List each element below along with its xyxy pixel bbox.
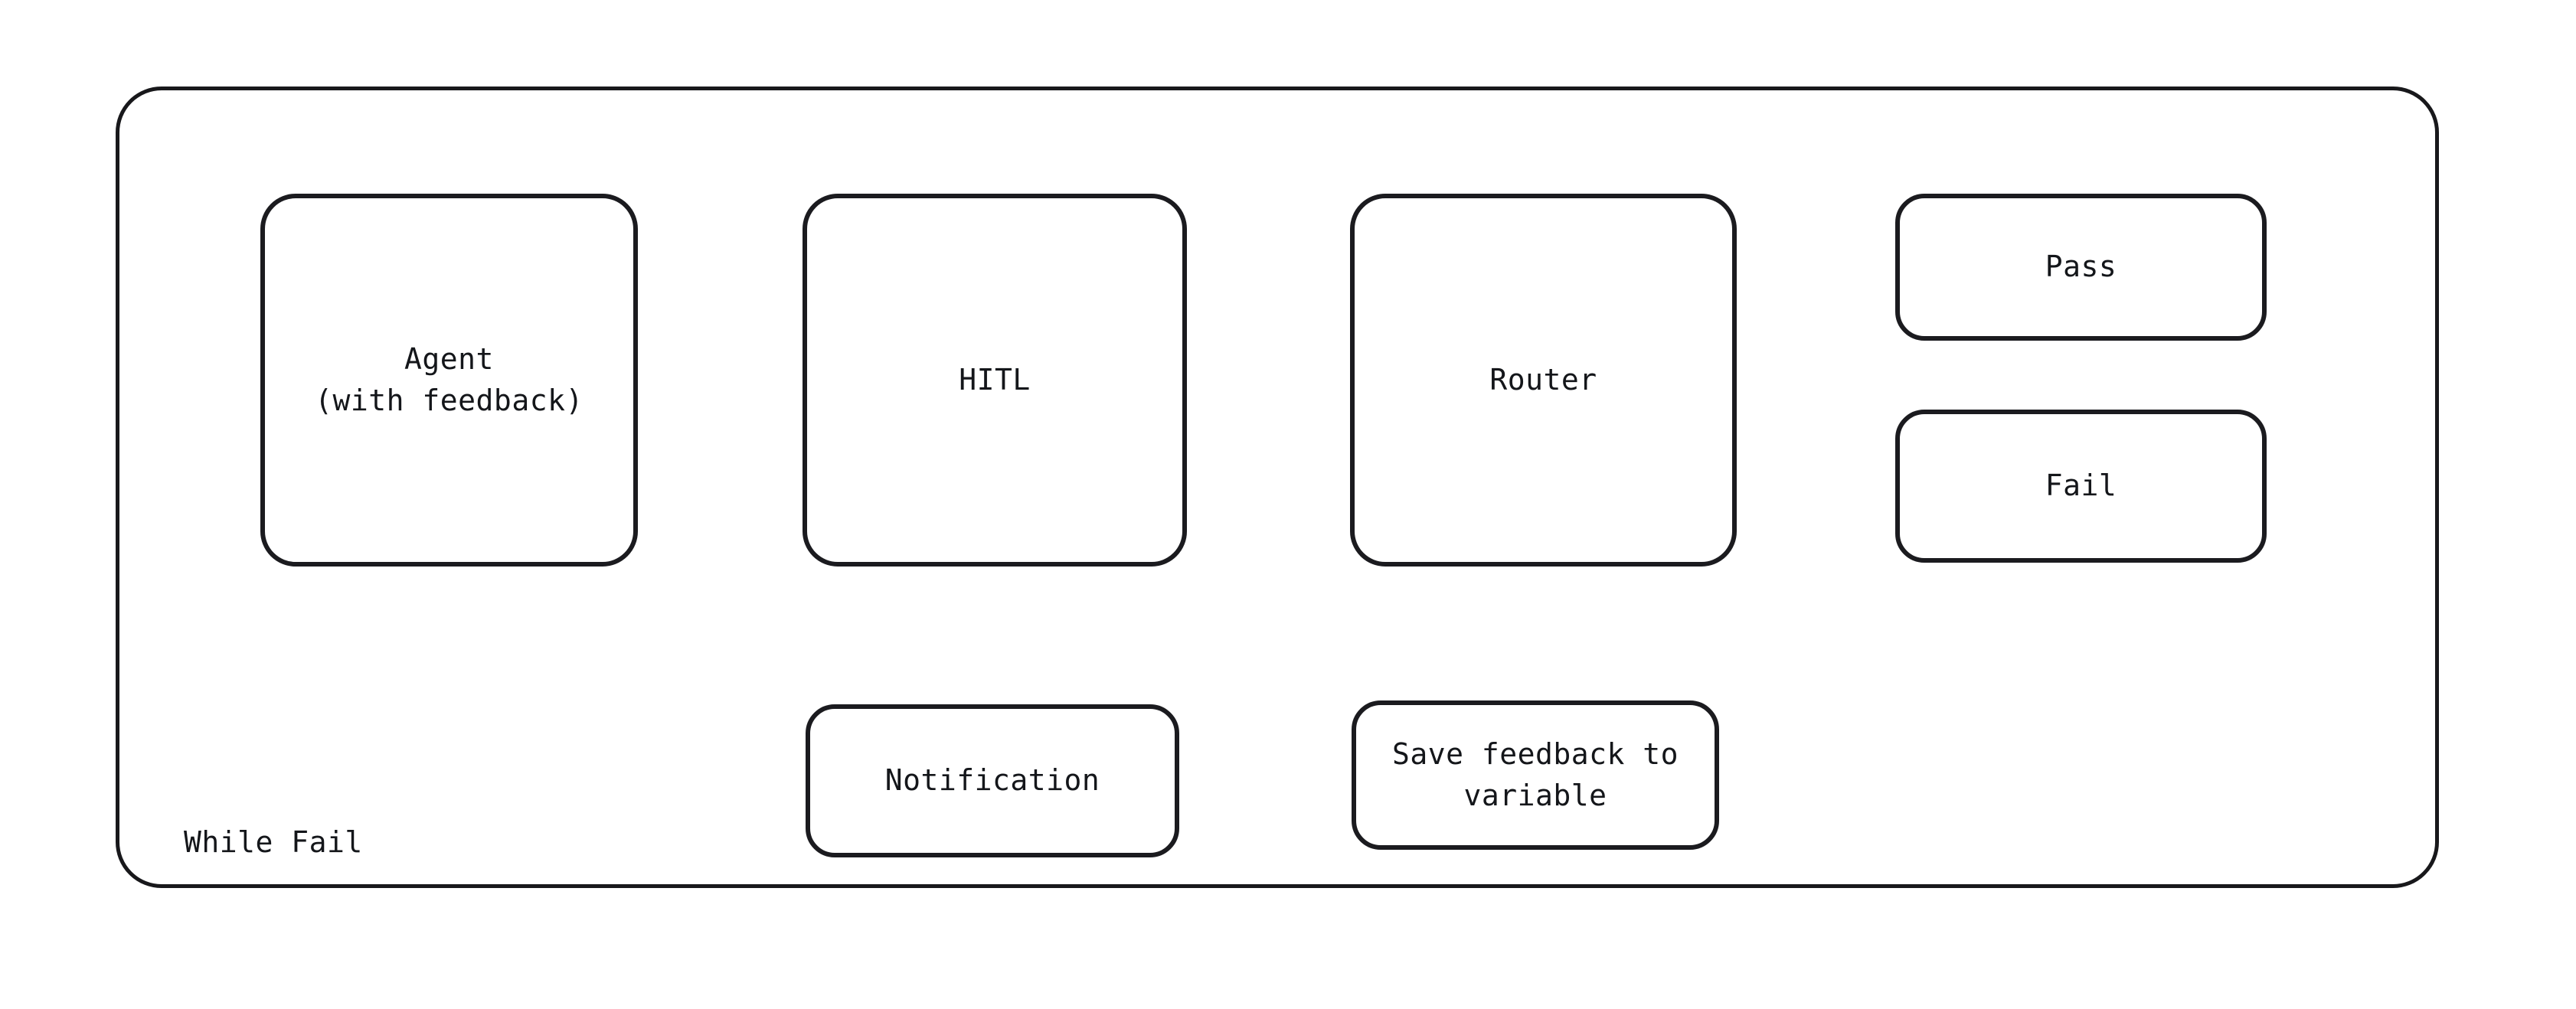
node-fail[interactable]: Fail xyxy=(1895,410,2267,563)
node-pass[interactable]: Pass xyxy=(1895,194,2267,341)
group-label-while-fail: While Fail xyxy=(184,825,363,859)
node-notification[interactable]: Notification xyxy=(806,704,1179,857)
node-router[interactable]: Router xyxy=(1350,194,1737,567)
node-save-feedback[interactable]: Save feedback to variable xyxy=(1352,700,1719,850)
node-agent[interactable]: Agent (with feedback) xyxy=(260,194,638,567)
node-hitl[interactable]: HITL xyxy=(803,194,1187,567)
